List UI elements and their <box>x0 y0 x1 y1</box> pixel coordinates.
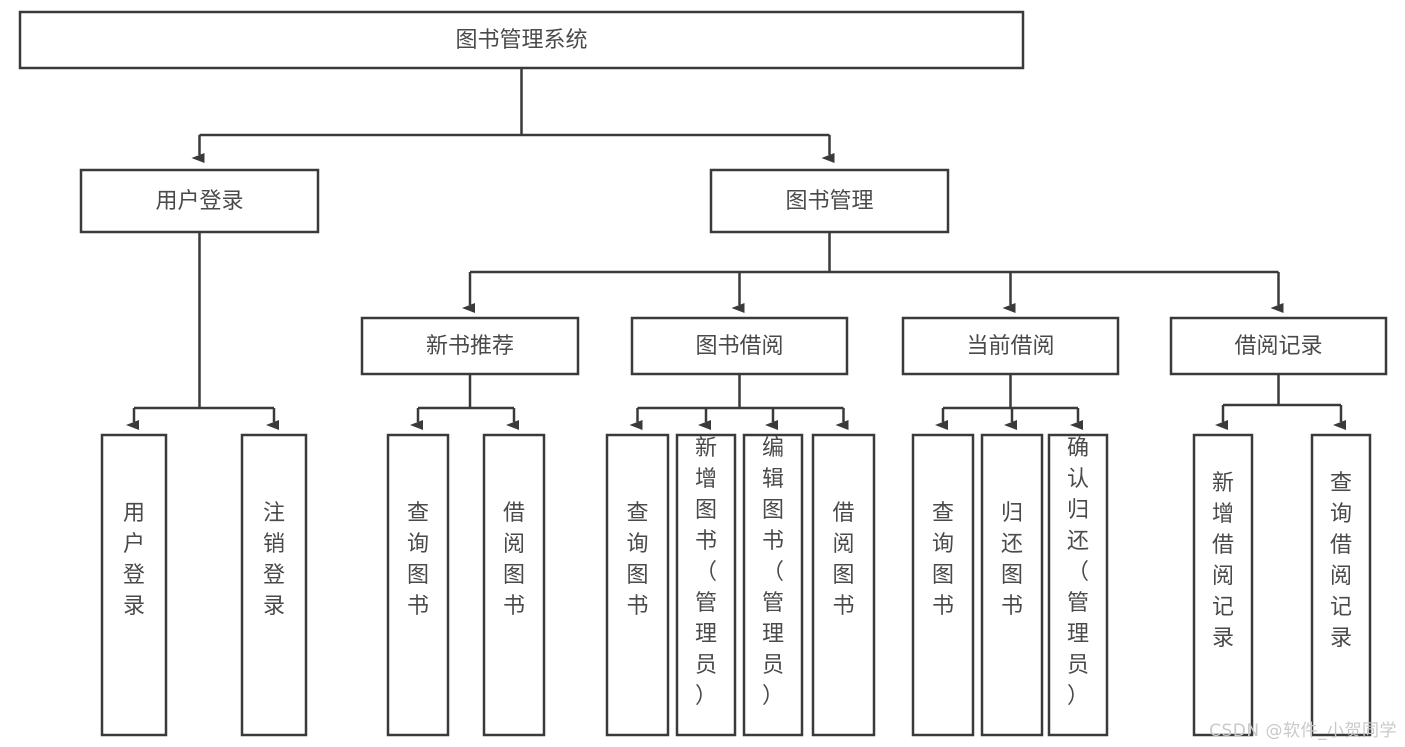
leaf-nbr-borrow-book-box[interactable] <box>482 433 546 737</box>
node-user-login-box[interactable] <box>79 168 320 234</box>
leaf-cb-confirm-return-admin-label: 确认归还（管理员） <box>1067 436 1089 709</box>
connector-layer <box>126 68 1346 430</box>
leaf-nbr-query-book-box[interactable] <box>386 433 450 737</box>
leaf-bb-edit-book-admin-label: 编辑图书（管理员） <box>762 436 784 709</box>
node-book-borrow[interactable]: 图书借阅 <box>630 316 849 376</box>
leaf-logout-label: 注销登录 <box>263 501 285 619</box>
leaf-layer: 用户登录 注销登录 查询图书 借阅图书 查询图书 新增图书（管理员） 编辑图书（… <box>100 433 1372 737</box>
leaf-br-add-record-box[interactable] <box>1192 433 1254 737</box>
leaf-bb-add-book-admin[interactable]: 新增图书（管理员） <box>675 433 737 737</box>
leaf-cb-confirm-return-admin-box[interactable] <box>1047 433 1109 737</box>
leaf-bb-borrow-book[interactable]: 借阅图书 <box>811 433 876 737</box>
leaf-logout[interactable]: 注销登录 <box>240 433 308 737</box>
leaf-cb-return-book[interactable]: 归还图书 <box>980 433 1044 737</box>
node-book-borrow-label: 图书借阅 <box>695 334 783 359</box>
node-root-system[interactable]: 图书管理系统 <box>18 10 1025 70</box>
leaf-cb-query-book-label: 查询图书 <box>932 501 954 619</box>
node-current-borrow[interactable]: 当前借阅 <box>901 316 1120 376</box>
leaf-nbr-borrow-book[interactable]: 借阅图书 <box>482 433 546 737</box>
leaf-br-query-record[interactable]: 查询借阅记录 <box>1310 433 1372 737</box>
node-user-login[interactable]: 用户登录 <box>79 168 320 234</box>
leaf-cb-query-book-box[interactable] <box>911 433 975 737</box>
leaf-br-query-record-box[interactable] <box>1310 433 1372 737</box>
node-new-book-recommend-box[interactable] <box>360 316 580 376</box>
leaf-br-add-record-label: 新增借阅记录 <box>1212 471 1234 651</box>
leaf-user-login-label: 用户登录 <box>123 501 145 619</box>
csdn-watermark: CSDN @软件_小贺同学 <box>1209 721 1397 741</box>
node-borrow-record[interactable]: 借阅记录 <box>1169 316 1388 376</box>
leaf-bb-borrow-book-box[interactable] <box>811 433 876 737</box>
leaf-bb-query-book-label: 查询图书 <box>626 501 648 619</box>
leaf-bb-add-book-admin-label: 新增图书（管理员） <box>695 436 717 709</box>
node-book-management-label: 图书管理 <box>785 189 873 214</box>
leaf-nbr-query-book-label: 查询图书 <box>407 501 429 619</box>
leaf-nbr-query-book[interactable]: 查询图书 <box>386 433 450 737</box>
node-root-system-box[interactable] <box>18 10 1025 70</box>
leaf-bb-query-book-box[interactable] <box>605 433 670 737</box>
node-new-book-recommend[interactable]: 新书推荐 <box>360 316 580 376</box>
leaf-user-login[interactable]: 用户登录 <box>100 433 168 737</box>
leaf-nbr-borrow-book-label: 借阅图书 <box>503 501 525 619</box>
leaf-cb-return-book-box[interactable] <box>980 433 1044 737</box>
node-book-management-box[interactable] <box>709 168 950 234</box>
node-book-borrow-box[interactable] <box>630 316 849 376</box>
leaf-cb-confirm-return-admin[interactable]: 确认归还（管理员） <box>1047 433 1109 737</box>
node-root-system-label: 图书管理系统 <box>455 28 587 53</box>
leaf-br-query-record-label: 查询借阅记录 <box>1330 471 1352 651</box>
node-borrow-record-label: 借阅记录 <box>1234 334 1322 359</box>
leaf-br-add-record[interactable]: 新增借阅记录 <box>1192 433 1254 737</box>
leaf-bb-add-book-admin-box[interactable] <box>675 433 737 737</box>
node-current-borrow-label: 当前借阅 <box>966 334 1054 359</box>
leaf-bb-borrow-book-label: 借阅图书 <box>832 501 854 619</box>
node-user-login-label: 用户登录 <box>155 189 243 214</box>
leaf-user-login-box[interactable] <box>100 433 168 737</box>
leaf-bb-edit-book-admin[interactable]: 编辑图书（管理员） <box>742 433 804 737</box>
node-book-management[interactable]: 图书管理 <box>709 168 950 234</box>
node-current-borrow-box[interactable] <box>901 316 1120 376</box>
node-borrow-record-box[interactable] <box>1169 316 1388 376</box>
leaf-bb-query-book[interactable]: 查询图书 <box>605 433 670 737</box>
leaf-logout-box[interactable] <box>240 433 308 737</box>
leaf-bb-edit-book-admin-box[interactable] <box>742 433 804 737</box>
leaf-cb-return-book-label: 归还图书 <box>1001 501 1023 619</box>
node-new-book-recommend-label: 新书推荐 <box>426 334 514 359</box>
leaf-cb-query-book[interactable]: 查询图书 <box>911 433 975 737</box>
